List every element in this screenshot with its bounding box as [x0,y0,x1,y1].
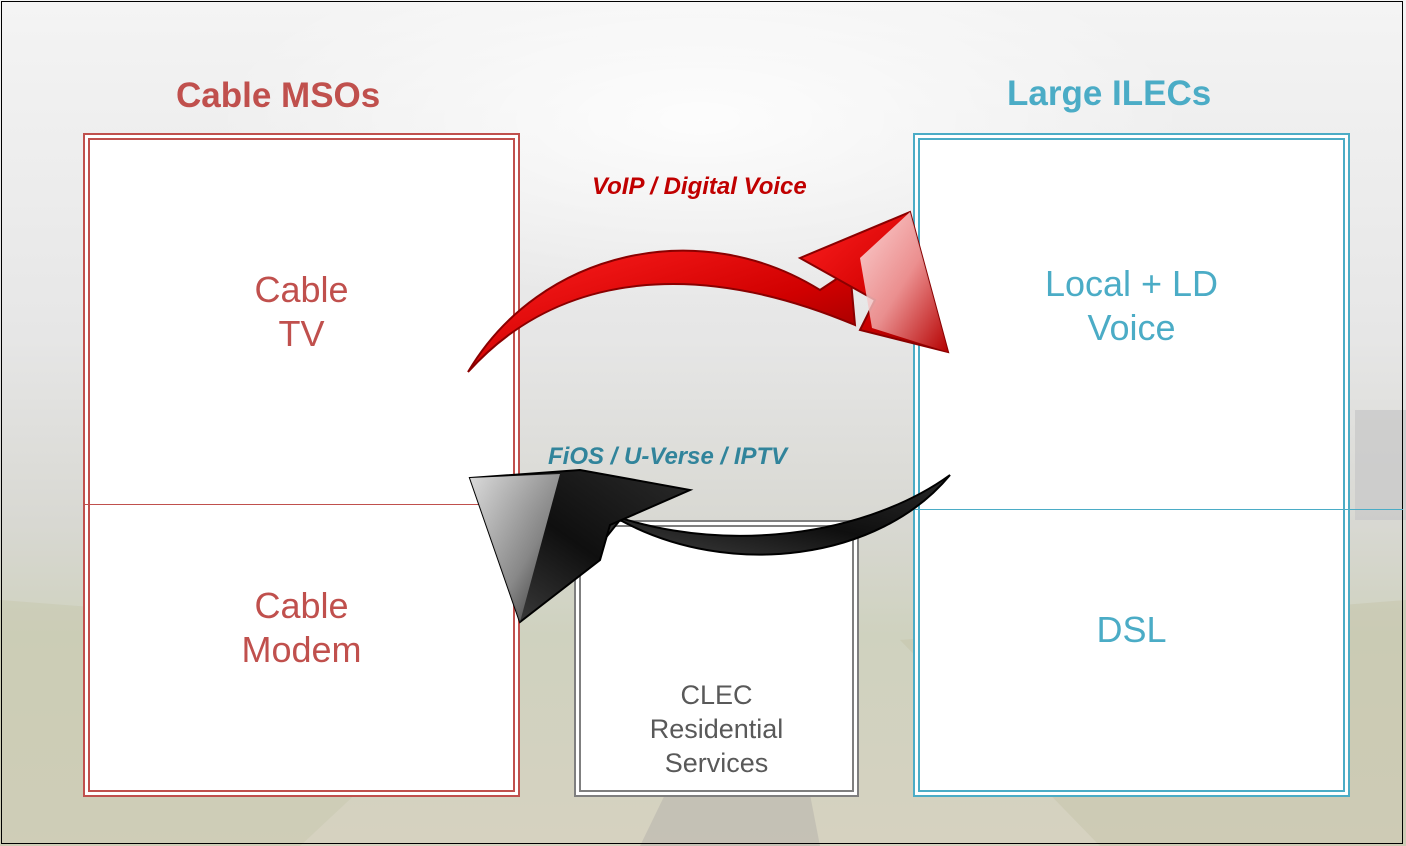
fios-label: FiOS / U-Verse / IPTV [548,443,788,470]
local-ld-voice-cell: Local + LD Voice [1044,263,1219,348]
large-ilecs-divider [913,509,1403,510]
large-ilecs-box [913,133,1350,797]
cable-msos-divider [83,504,520,505]
cable-modem-cell: Cable Modem [241,585,362,670]
dsl-cell: DSL [1096,609,1167,650]
left-group-title: Cable MSOs [176,76,381,115]
clec-cell: CLEC Residential Services [649,680,784,778]
cable-msos-box [83,133,520,797]
fios-arrow [468,468,951,624]
voip-label: VoIP / Digital Voice [592,173,807,200]
voip-arrow [467,210,950,373]
cable-tv-cell: Cable TV [254,269,349,354]
clec-box [574,520,859,797]
right-group-title: Large ILECs [1007,74,1212,113]
